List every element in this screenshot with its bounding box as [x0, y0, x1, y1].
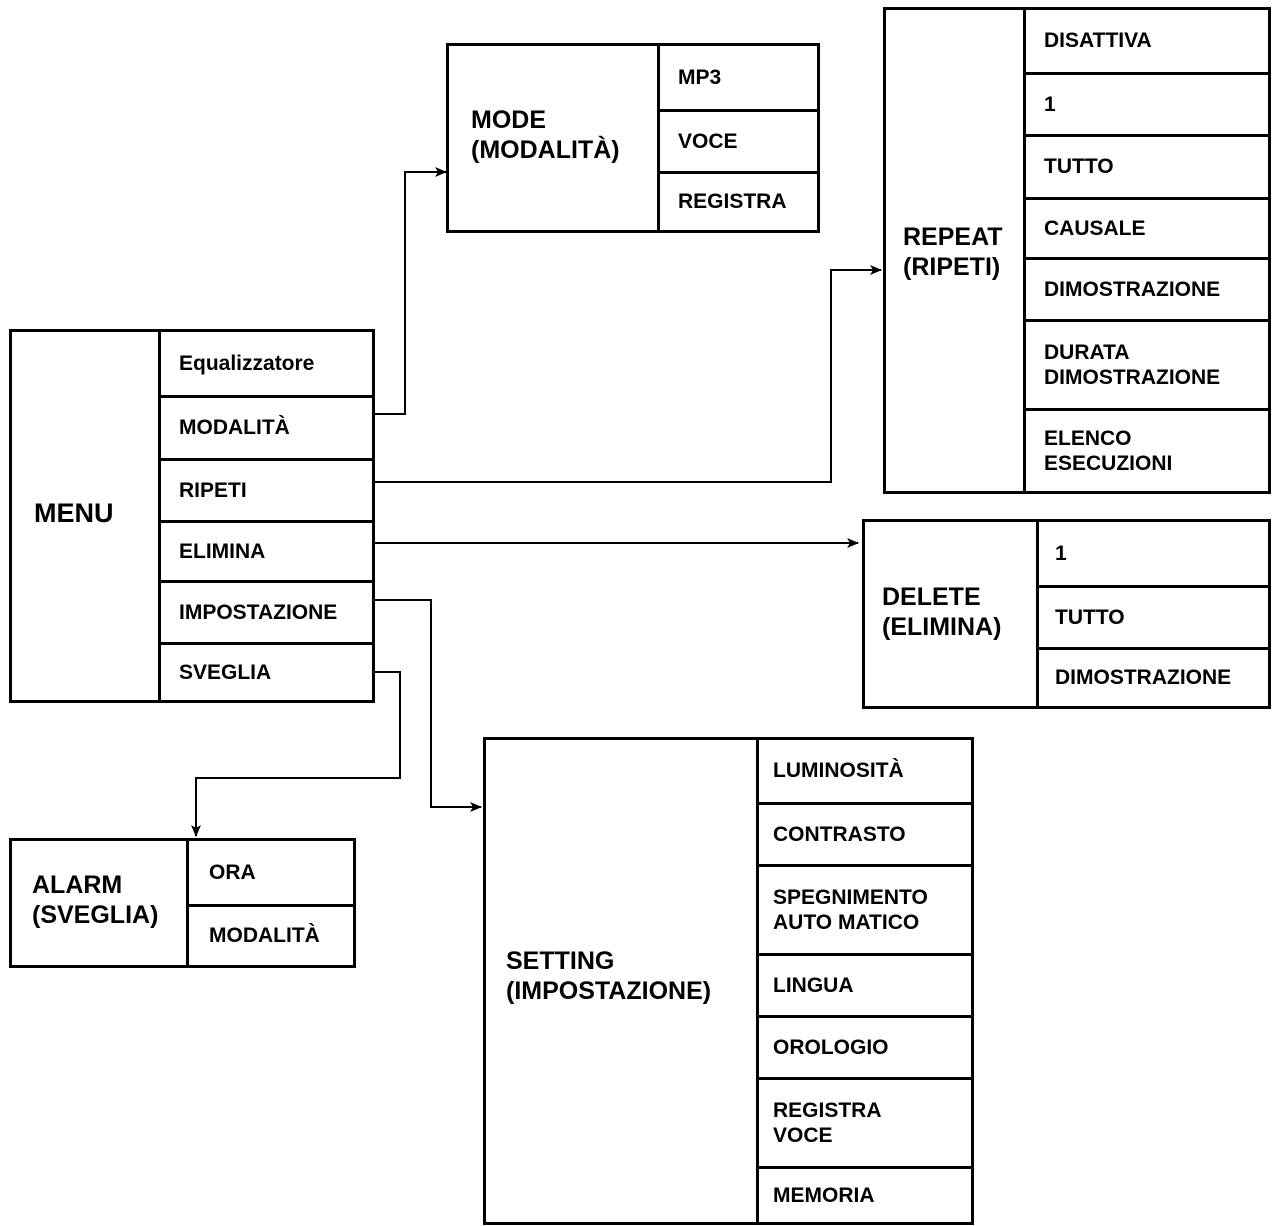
- alarm-divider: [186, 841, 189, 965]
- alarm-title: ALARM (SVEGLIA): [32, 871, 159, 929]
- delete-title: DELETE (ELIMINA): [882, 583, 1002, 641]
- setting-divider: [756, 740, 759, 1222]
- delete-box: DELETE (ELIMINA) 1 TUTTO DIMOSTRAZIONE: [862, 519, 1271, 709]
- repeat-item-causale[interactable]: CAUSALE: [1026, 197, 1268, 257]
- mode-item-mp3[interactable]: MP3: [678, 65, 722, 89]
- repeat-divider: [1023, 10, 1026, 491]
- menu-item-equalizzatore[interactable]: Equalizzatore: [179, 351, 315, 375]
- repeat-item-disattiva[interactable]: DISATTIVA: [1044, 29, 1152, 53]
- setting-item-contrasto[interactable]: CONTRASTO: [759, 802, 971, 864]
- setting-title: SETTING (IMPOSTAZIONE): [506, 947, 712, 1005]
- setting-item-orologio[interactable]: OROLOGIO: [759, 1015, 971, 1077]
- repeat-item-dimostrazione[interactable]: DIMOSTRAZIONE: [1026, 257, 1268, 319]
- connector-sveglia-to-alarm: [191, 671, 401, 837]
- repeat-item-durata-dimostrazione[interactable]: DURATA DIMOSTRAZIONE: [1026, 319, 1268, 408]
- connector-modalita-to-mode: [375, 167, 447, 415]
- menu-item-impostazione[interactable]: IMPOSTAZIONE: [161, 580, 372, 642]
- menu-item-sveglia[interactable]: SVEGLIA: [161, 642, 372, 700]
- repeat-item-elenco-esecuzioni[interactable]: ELENCO ESECUZIONI: [1026, 408, 1268, 491]
- setting-item-luminosita[interactable]: LUMINOSITÀ: [773, 759, 904, 783]
- menu-item-elimina[interactable]: ELIMINA: [161, 520, 372, 580]
- delete-divider: [1036, 522, 1039, 706]
- mode-divider: [657, 46, 660, 230]
- mode-item-registra[interactable]: REGISTRA: [660, 171, 817, 230]
- menu-item-ripeti[interactable]: RIPETI: [161, 458, 372, 520]
- connector-ripeti-to-repeat: [375, 265, 882, 483]
- menu-title: MENU: [34, 498, 114, 528]
- mode-item-voce[interactable]: VOCE: [660, 109, 817, 171]
- setting-box: SETTING (IMPOSTAZIONE) LUMINOSITÀ CONTRA…: [483, 737, 974, 1225]
- repeat-item-tutto[interactable]: TUTTO: [1026, 134, 1268, 197]
- connector-impostazione-to-setting: [375, 599, 482, 812]
- delete-item-tutto[interactable]: TUTTO: [1039, 585, 1268, 647]
- menu-item-modalita[interactable]: MODALITÀ: [161, 395, 372, 458]
- setting-item-spegnimento-automatico[interactable]: SPEGNIMENTO AUTO MATICO: [759, 864, 971, 953]
- repeat-title: REPEAT (RIPETI): [903, 223, 1003, 281]
- mode-title: MODE (MODALITÀ): [471, 106, 620, 164]
- mode-box: MODE (MODALITÀ) MP3 VOCE REGISTRA: [446, 43, 820, 233]
- setting-item-memoria[interactable]: MEMORIA: [759, 1166, 971, 1222]
- setting-item-lingua[interactable]: LINGUA: [759, 953, 971, 1015]
- delete-item-1[interactable]: 1: [1055, 541, 1067, 565]
- alarm-box: ALARM (SVEGLIA) ORA MODALITÀ: [9, 838, 356, 968]
- repeat-item-1[interactable]: 1: [1026, 72, 1268, 134]
- setting-item-registra-voce[interactable]: REGISTRA VOCE: [759, 1077, 971, 1166]
- menu-divider: [158, 332, 161, 700]
- repeat-box: REPEAT (RIPETI) DISATTIVA 1 TUTTO CAUSAL…: [883, 7, 1271, 494]
- delete-item-dimostrazione[interactable]: DIMOSTRAZIONE: [1039, 647, 1268, 706]
- alarm-item-modalita[interactable]: MODALITÀ: [189, 904, 353, 965]
- alarm-item-ora[interactable]: ORA: [209, 860, 256, 884]
- menu-box: MENU Equalizzatore MODALITÀ RIPETI ELIMI…: [9, 329, 375, 703]
